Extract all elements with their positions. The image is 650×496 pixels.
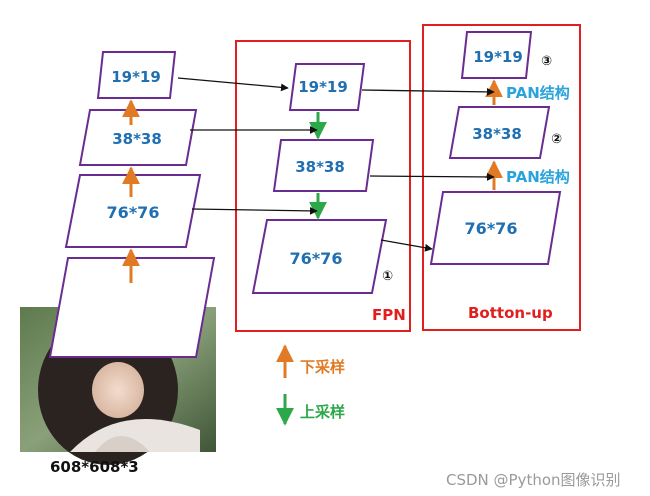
bottom-up-19-label: 19*19 [473, 48, 523, 66]
backbone-76-plane [64, 174, 202, 248]
legend-upsample-label: 上采样 [300, 403, 345, 421]
fpn-to-bottom-up-arrow-19 [361, 87, 495, 96]
fpn-76-label: 76*76 [290, 249, 343, 268]
backbone-38-plane [78, 109, 198, 166]
backbone-19-plane [96, 51, 177, 99]
lateral-arrow-76 [191, 206, 318, 215]
fpn-38-label: 38*38 [295, 158, 345, 176]
fpn-19-plane [288, 63, 366, 111]
lateral-arrow-19 [177, 77, 289, 92]
bottom-up-76-label: 76*76 [465, 219, 518, 238]
bottom-up-marker-19: ③ [541, 54, 552, 69]
pan-label-upper: PAN结构 [506, 84, 570, 102]
bottom-up-marker-38: ② [551, 132, 562, 147]
backbone-76-label: 76*76 [107, 203, 160, 222]
bottom-up-38-plane [448, 106, 551, 159]
fpn-box [235, 40, 411, 332]
bottom-up-box [422, 24, 581, 331]
input-image-plane [48, 257, 216, 358]
fpn-to-bottom-up-arrow-38 [369, 173, 495, 181]
backbone-38-label: 38*38 [112, 130, 162, 148]
fpn-76-plane [251, 219, 388, 294]
fpn-marker: ① [382, 269, 393, 284]
fpn-19-label: 19*19 [298, 78, 348, 96]
bottom-up-76-plane [429, 191, 562, 265]
legend-downsample-label: 下采样 [300, 358, 345, 376]
input-size-label: 608*608*3 [50, 458, 139, 476]
watermark: CSDN @Python图像识别 [446, 471, 621, 489]
fpn-title: FPN [372, 306, 406, 324]
bottom-up-38-label: 38*38 [472, 125, 522, 143]
fpn-38-plane [272, 139, 375, 192]
fpn-to-bottom-up-arrow-76 [380, 239, 433, 252]
bottom-up-19-plane [460, 31, 533, 79]
bottom-up-title: Botton-up [468, 304, 553, 322]
backbone-19-label: 19*19 [111, 68, 161, 86]
pan-label-lower: PAN结构 [506, 168, 570, 186]
